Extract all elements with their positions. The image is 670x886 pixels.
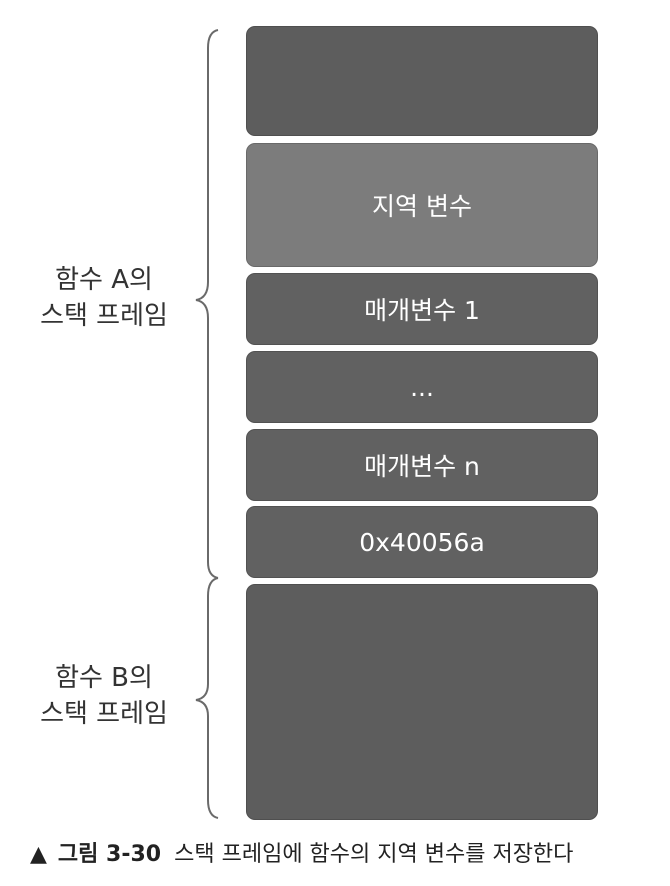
stack-block-local-variables: 지역 변수	[246, 143, 598, 267]
stack-block-parameter-n: 매개변수 n	[246, 429, 598, 501]
frame-label-line: 함수 A의	[55, 265, 153, 295]
frame-label-line: 스택 프레임	[40, 699, 168, 729]
stack-block-label: 매개변수 1	[364, 296, 480, 325]
frame-a-label: 함수 A의 스택 프레임	[14, 262, 194, 334]
stack-block-label: 지역 변수	[372, 192, 472, 221]
frame-b-bracket	[195, 577, 219, 819]
stack-block-parameter-1: 매개변수 1	[246, 273, 598, 345]
stack-block-label: ...	[410, 372, 434, 402]
stack-block-label: 0x40056a	[359, 527, 485, 557]
frame-label-line: 스택 프레임	[40, 301, 168, 331]
figure-caption: ▲ 그림 3-30 스택 프레임에 함수의 지역 변수를 저장한다	[30, 836, 573, 868]
frame-b-label: 함수 B의 스택 프레임	[14, 660, 194, 732]
stack-block-top	[246, 26, 598, 136]
triangle-icon: ▲	[30, 842, 47, 867]
stack-block-ellipsis: ...	[246, 351, 598, 423]
caption-text: 스택 프레임에 함수의 지역 변수를 저장한다	[174, 842, 574, 867]
stack-block-return-address: 0x40056a	[246, 506, 598, 578]
stack-block-label: 매개변수 n	[364, 452, 480, 481]
frame-brackets	[195, 29, 219, 819]
frame-label-line: 함수 B의	[55, 663, 153, 693]
frame-a-bracket	[195, 29, 219, 579]
figure-number: 그림 3-30	[57, 842, 162, 867]
stack-block-frame-b	[246, 584, 598, 820]
